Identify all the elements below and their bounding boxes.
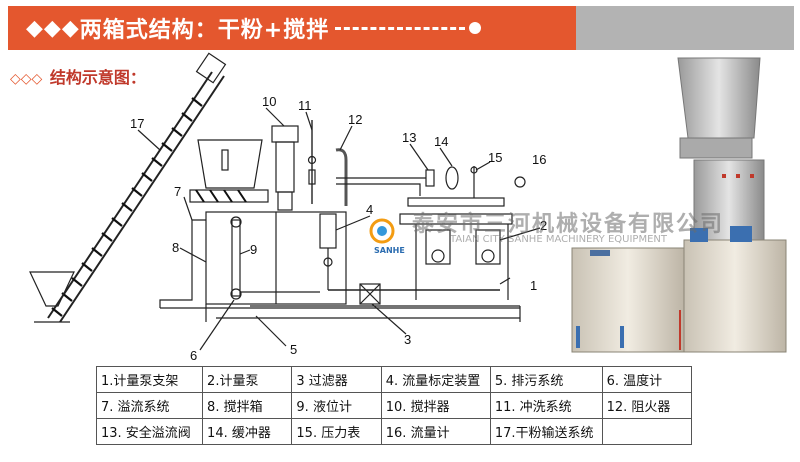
- subtitle-diamonds: ◇◇◇: [10, 71, 43, 87]
- legend-cell: 12. 阻火器: [601, 392, 693, 419]
- label-13: 13: [402, 130, 416, 145]
- header-bar: ◆◆◆ 两箱式结构：干粉+搅拌: [8, 6, 576, 50]
- legend-cell: 17.干粉输送系统: [489, 418, 603, 445]
- label-17: 17: [130, 116, 144, 131]
- legend-cell: 5. 排污系统: [489, 366, 603, 393]
- screw-conveyor: [29, 52, 227, 323]
- subtitle-text: 结构示意图：: [49, 68, 146, 87]
- powder-hopper: [197, 139, 263, 189]
- header-dot-icon: [469, 22, 482, 34]
- label-6: 6: [190, 348, 197, 363]
- legend-cell: 9. 液位计: [291, 392, 382, 419]
- logo-text: SANHE: [374, 246, 405, 255]
- legend-cell: 13. 安全溢流阀: [95, 418, 204, 445]
- metering-pump-right: [475, 229, 501, 265]
- legend-cell: 10. 搅拌器: [380, 392, 491, 419]
- legend-cell: 14. 缓冲器: [202, 418, 293, 445]
- pump-top-manifold: [407, 197, 505, 207]
- filter: [359, 283, 381, 305]
- buffer: [445, 166, 459, 190]
- label-2: 2: [540, 218, 547, 233]
- label-15: 15: [488, 150, 502, 165]
- legend-cell: 3 过滤器: [291, 366, 382, 393]
- legend-cell: 2.计量泵: [202, 366, 293, 393]
- flowmeter: [514, 176, 526, 188]
- legend-cell: [601, 418, 693, 445]
- mixer-motor: [271, 125, 299, 143]
- legend-cell: 7. 溢流系统: [95, 392, 204, 419]
- label-8: 8: [172, 240, 179, 255]
- header-dash-line: [335, 26, 466, 30]
- legend-cell: 11. 冲洗系统: [489, 392, 603, 419]
- subtitle: ◇◇◇ 结构示意图：: [10, 64, 146, 88]
- header-diamonds: ◆◆◆: [26, 15, 80, 41]
- label-9: 9: [250, 242, 257, 257]
- label-7: 7: [174, 184, 181, 199]
- flow-calibration-column: [319, 213, 337, 249]
- legend-row: 13. 安全溢流阀 14. 缓冲器 15. 压力表 16. 流量计 17.干粉输…: [95, 418, 693, 445]
- legend-cell: 8. 搅拌箱: [202, 392, 293, 419]
- label-3: 3: [404, 332, 411, 347]
- safety-valve: [425, 169, 435, 187]
- legend-row: 7. 溢流系统 8. 搅拌箱 9. 液位计 10. 搅拌器 11. 冲洗系统 1…: [95, 392, 693, 419]
- legend-cell: 16. 流量计: [380, 418, 491, 445]
- legend-cell: 4. 流量标定装置: [380, 366, 491, 393]
- label-1: 1: [530, 278, 537, 293]
- label-14: 14: [434, 134, 448, 149]
- screw-feeder: [189, 189, 269, 203]
- company-watermark-english: TAIAN CITY SANHE MACHINERY EQUIPMENT: [450, 234, 667, 245]
- label-12: 12: [348, 112, 362, 127]
- product-photo: [571, 57, 787, 353]
- label-5: 5: [290, 342, 297, 357]
- label-16: 16: [532, 152, 546, 167]
- header-grey-bar: [576, 6, 794, 50]
- label-4: 4: [366, 202, 373, 217]
- legend-cell: 6. 温度计: [601, 366, 693, 393]
- legend-table: 1.计量泵支架 2.计量泵 3 过滤器 4. 流量标定装置 5. 排污系统 6.…: [95, 366, 693, 445]
- metering-pump-left: [425, 229, 451, 265]
- legend-row: 1.计量泵支架 2.计量泵 3 过滤器 4. 流量标定装置 5. 排污系统 6.…: [95, 366, 693, 393]
- legend-cell: 1.计量泵支架: [95, 366, 204, 393]
- label-11: 11: [298, 98, 312, 113]
- company-watermark: 泰安市三河机械设备有限公司: [412, 212, 725, 237]
- label-10: 10: [262, 94, 276, 109]
- header-title: 两箱式结构：干粉+搅拌: [79, 18, 330, 43]
- structure-diagram: 17 10 11 12 13 14 15 16 7 4 8 9 2 1 3 5 …: [29, 52, 547, 363]
- level-gauge: [231, 219, 241, 297]
- legend-cell: 15. 压力表: [291, 418, 382, 445]
- sanhe-logo: [369, 218, 395, 244]
